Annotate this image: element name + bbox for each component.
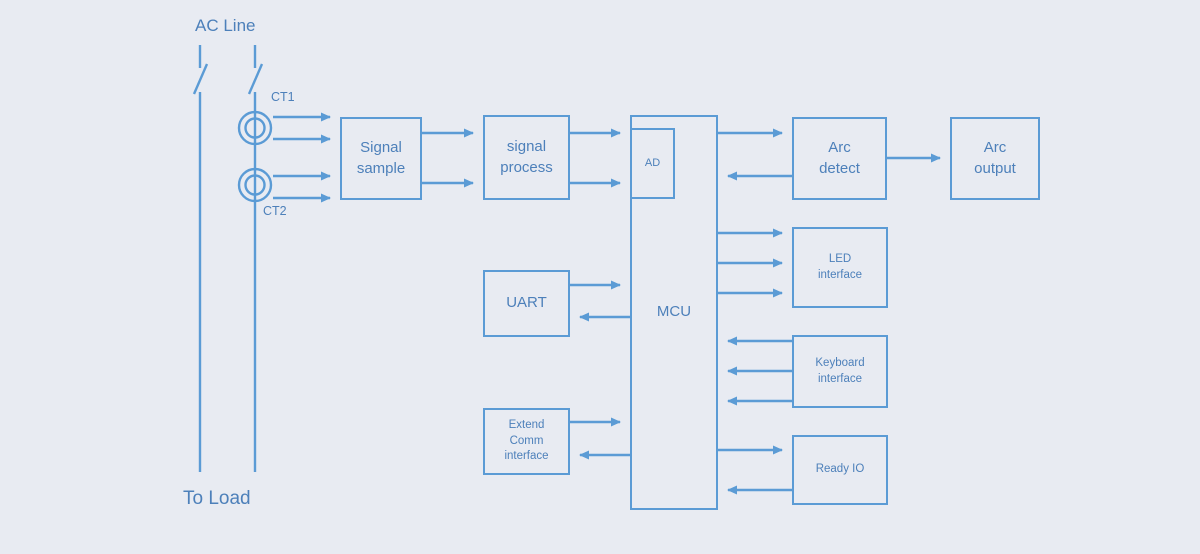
block-ad: AD bbox=[630, 128, 675, 199]
block-ad-label: AD bbox=[644, 157, 661, 170]
ct2-inner-ring bbox=[244, 174, 266, 196]
block-ready-io-label: Ready IO bbox=[815, 463, 865, 476]
block-uart-label: UART bbox=[506, 294, 547, 312]
ct2-outer-ring bbox=[237, 167, 273, 203]
breaker-tick-right bbox=[247, 63, 264, 95]
block-uart: UART bbox=[483, 270, 570, 337]
block-arc-detect-label: Arc detect bbox=[819, 139, 860, 177]
block-signal-sample: Signal sample bbox=[340, 117, 422, 200]
ct1-inner-ring bbox=[244, 117, 266, 139]
block-extend-comm-interface-label: Extend Comm interface bbox=[504, 419, 549, 463]
ac-line-label: AC Line bbox=[195, 16, 256, 35]
block-ready-io: Ready IO bbox=[792, 435, 888, 505]
block-mcu-label: MCU bbox=[656, 303, 692, 321]
to-load-label: To Load bbox=[183, 488, 251, 509]
block-signal-process-label: signal process bbox=[500, 138, 553, 176]
block-mcu: MCU bbox=[630, 115, 718, 510]
block-keyboard-interface-label: Keyboard interface bbox=[815, 356, 865, 385]
block-led-interface-label: LED interface bbox=[817, 252, 863, 281]
block-signal-sample-label: Signal sample bbox=[356, 139, 406, 177]
block-led-interface: LED interface bbox=[792, 227, 888, 308]
ac-line-wires bbox=[192, 45, 264, 472]
ct2-label: CT2 bbox=[263, 204, 287, 218]
breaker-tick-left bbox=[192, 63, 209, 95]
block-arc-output-label: Arc output bbox=[974, 139, 1016, 177]
ct1-outer-ring bbox=[237, 110, 273, 146]
ct1-label: CT1 bbox=[271, 90, 295, 104]
block-keyboard-interface: Keyboard interface bbox=[792, 335, 888, 408]
ct-symbols bbox=[237, 110, 273, 203]
block-arc-output: Arc output bbox=[950, 117, 1040, 200]
block-arc-detect: Arc detect bbox=[792, 117, 887, 200]
connector-arrows bbox=[273, 112, 941, 495]
block-extend-comm-interface: Extend Comm interface bbox=[483, 408, 570, 475]
block-signal-process: signal process bbox=[483, 115, 570, 200]
